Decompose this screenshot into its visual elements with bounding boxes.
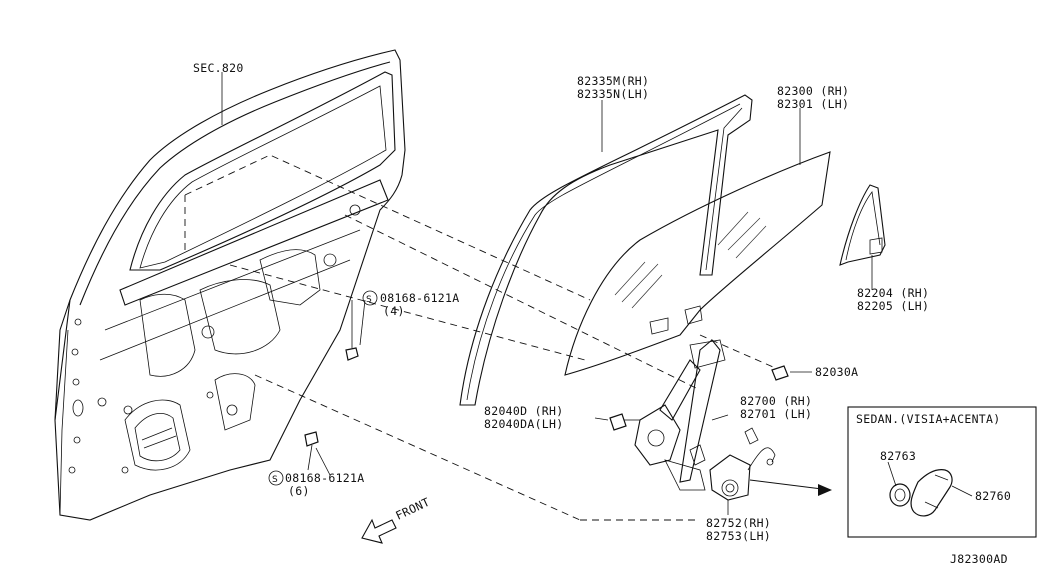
glass-lh-label: 82301 (LH)	[777, 97, 849, 111]
bolt-top	[345, 300, 359, 361]
front-label: FRONT	[393, 495, 432, 523]
corner-rh-label: 82204 (RH)	[857, 286, 929, 300]
bolt-bottom	[304, 431, 319, 471]
motor-to-handle-arrow	[749, 479, 832, 496]
front-arrow-icon	[361, 518, 397, 544]
regulator-motor	[709, 427, 776, 501]
clip-label: 82030A	[815, 365, 858, 379]
handle-washer-label: 82763	[880, 449, 916, 463]
screw-symbol-icon: S	[362, 290, 378, 306]
door-panel	[54, 49, 406, 521]
bolt-side-lh-label: 82040DA(LH)	[484, 417, 563, 431]
bolt-side	[609, 413, 640, 431]
sec-label: SEC.820	[193, 61, 244, 75]
bolt-side-rh-label: 82040D (RH)	[484, 404, 563, 418]
sedan-inset	[847, 406, 1037, 538]
motor-lh-label: 82753(LH)	[706, 529, 771, 543]
corner-glass	[839, 184, 886, 266]
bolt-bottom-label: 08168-6121A	[285, 471, 364, 485]
clip	[771, 365, 812, 381]
bolt-top-qty: (4)	[383, 304, 405, 318]
sedan-title: SEDAN.(VISIA+ACENTA)	[856, 412, 1000, 426]
window-regulator	[634, 339, 726, 491]
diagram-code: J82300AD	[950, 552, 1008, 566]
regulator-rh-label: 82700 (RH)	[740, 394, 812, 408]
dashed-leaders	[184, 154, 781, 521]
leader-lines	[221, 72, 873, 515]
bolt-top-label: 08168-6121A	[380, 291, 459, 305]
sash-lh-label: 82335N(LH)	[577, 87, 649, 101]
regulator-lh-label: 82701 (LH)	[740, 407, 812, 421]
svg-text:S: S	[366, 295, 372, 305]
corner-lh-label: 82205 (LH)	[857, 299, 929, 313]
screw-symbol-icon: S	[268, 470, 284, 486]
bolt-bottom-qty: (6)	[288, 484, 310, 498]
glass-rh-label: 82300 (RH)	[777, 84, 849, 98]
door-glass	[564, 151, 831, 376]
window-sash	[459, 94, 753, 406]
svg-text:S: S	[272, 475, 278, 485]
sash-rh-label: 82335M(RH)	[577, 74, 649, 88]
motor-rh-label: 82752(RH)	[706, 516, 771, 530]
handle-label: 82760	[975, 489, 1011, 503]
